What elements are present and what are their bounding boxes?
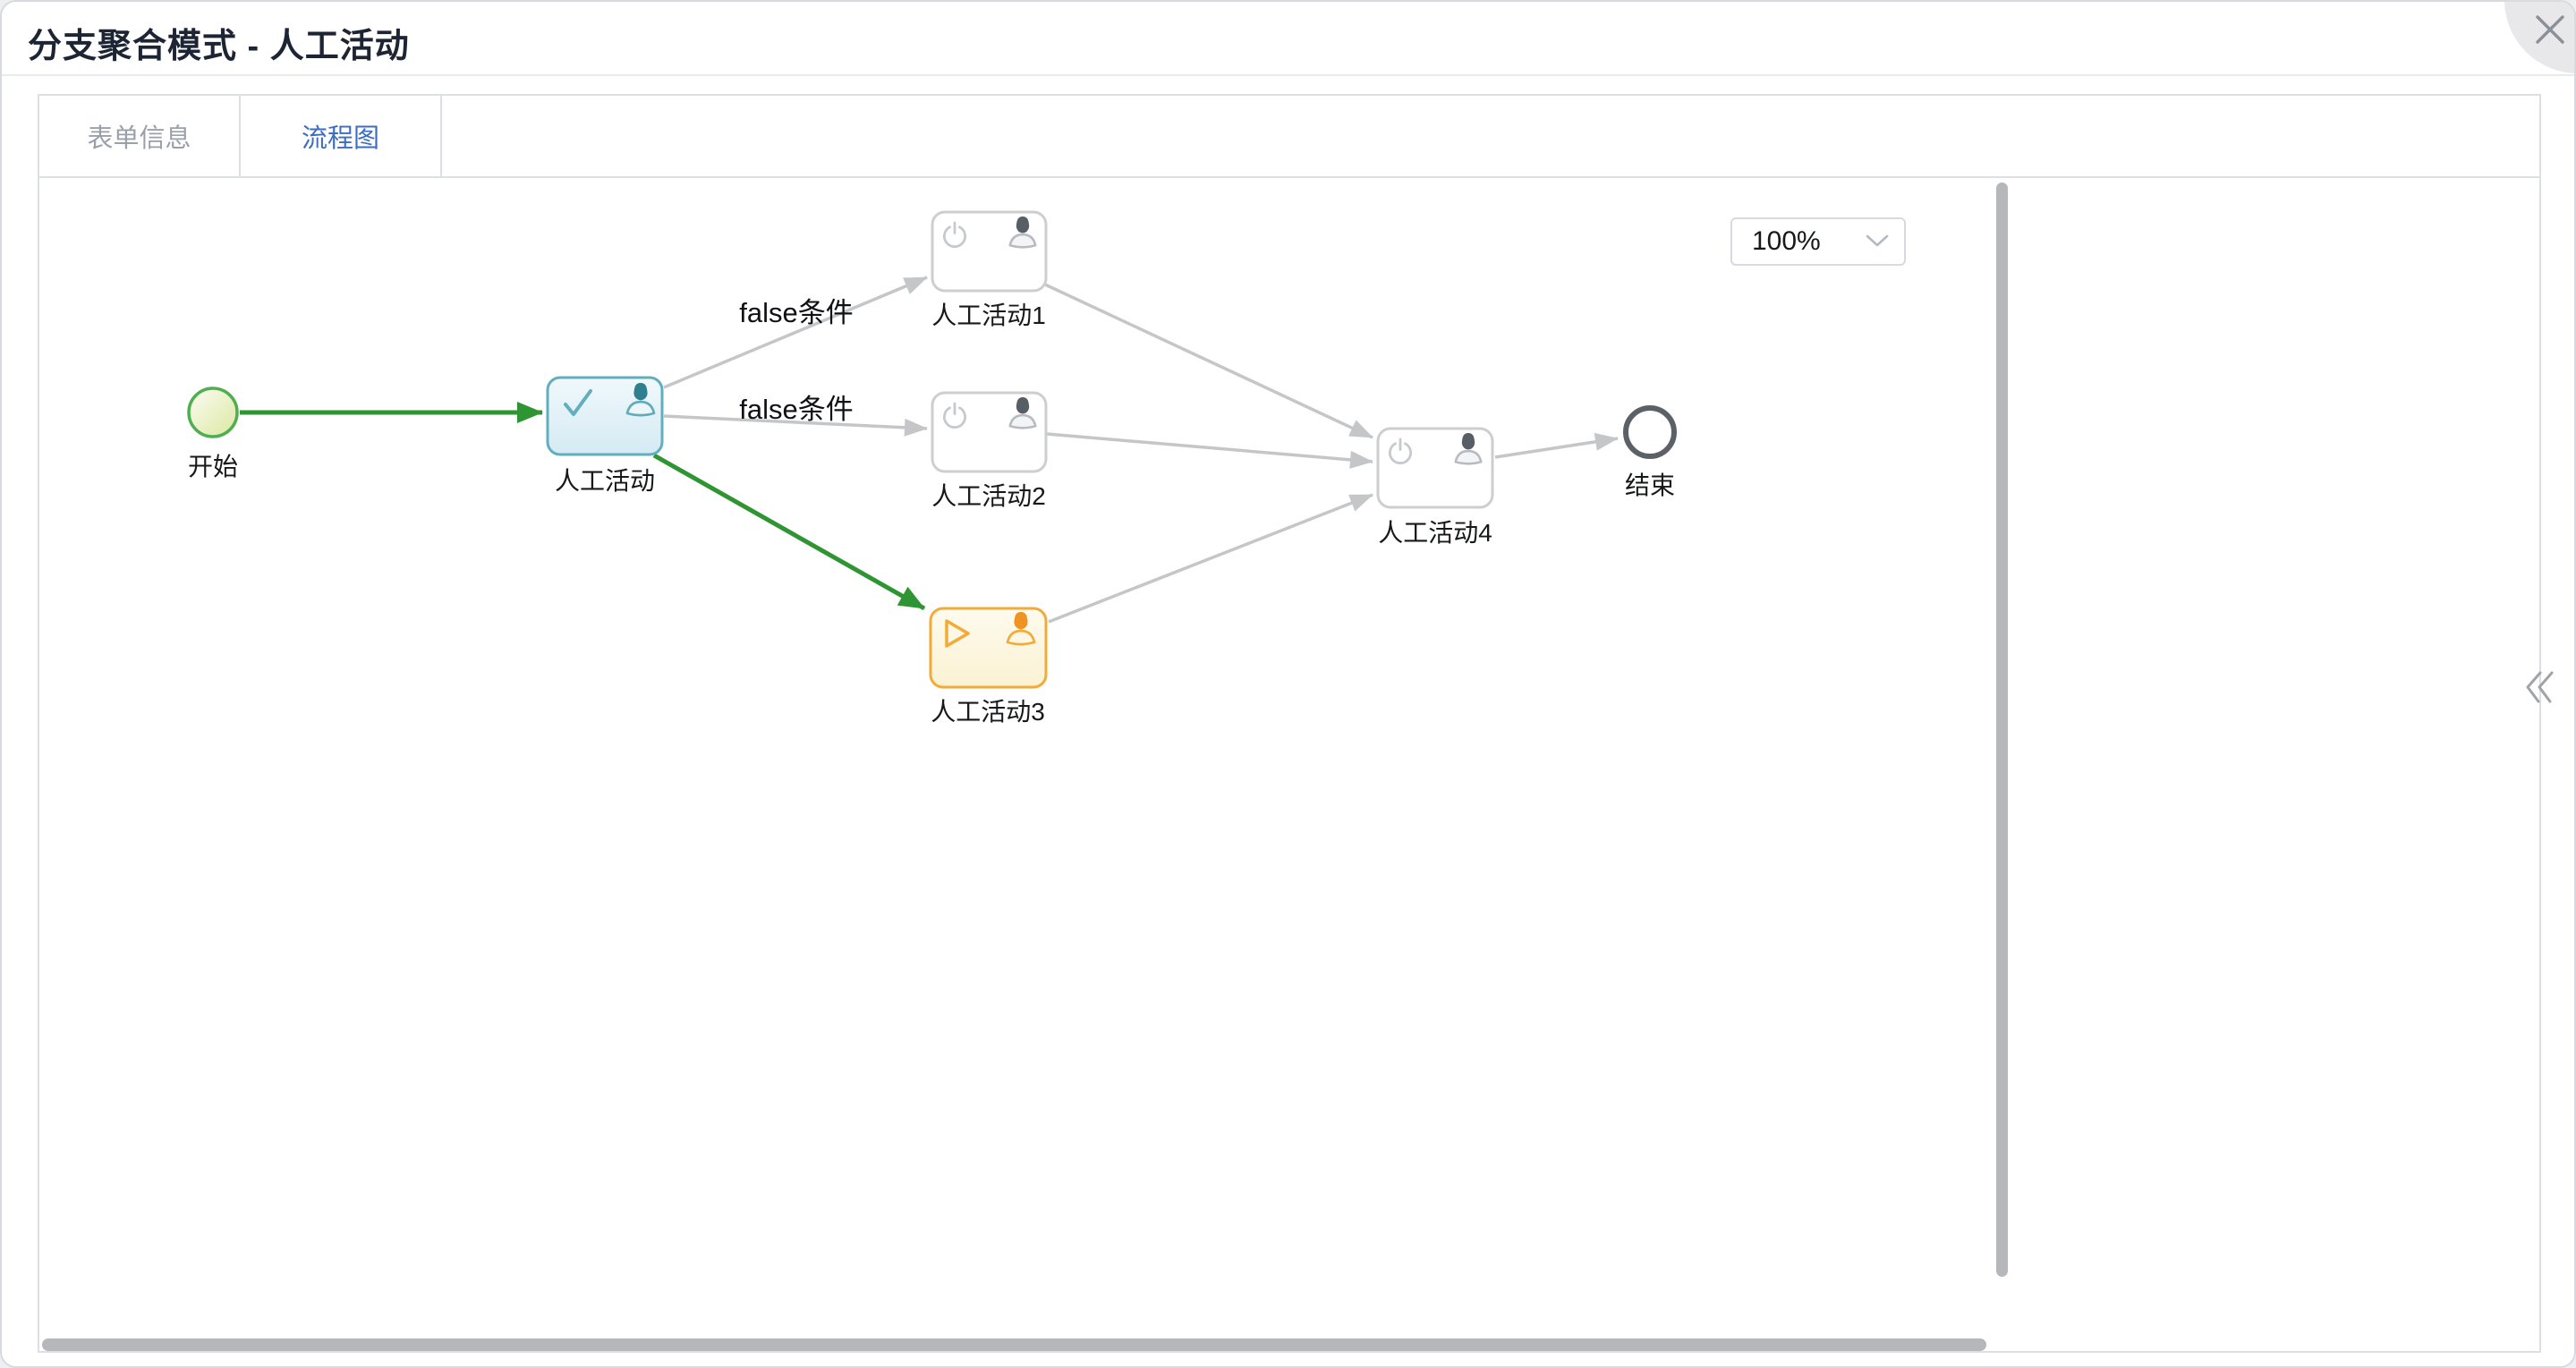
flow-chart-panel[interactable] [38,178,2541,1353]
vertical-scrollbar-thumb[interactable] [1996,183,2008,1277]
tab-bar: 表单信息 流程图 [38,94,2541,178]
close-icon[interactable] [2534,13,2566,46]
page-title: 分支聚合模式 - 人工活动 [28,28,410,65]
tab-form-info[interactable]: 表单信息 [39,96,241,176]
double-chevron-left-icon [2526,671,2554,703]
tab-form-info-label: 表单信息 [87,124,191,153]
zoom-select[interactable]: 100% [1730,217,1906,266]
tab-flow-chart-label: 流程图 [301,124,379,153]
header-divider [2,74,2574,76]
resize-handle[interactable] [2563,1354,2576,1368]
collapse-panel-handle[interactable] [2523,667,2559,707]
chevron-down-icon [1866,234,1889,247]
tab-flow-chart[interactable]: 流程图 [241,96,442,176]
zoom-value: 100% [1752,226,1821,256]
tab-bar-spacer [442,96,2539,176]
horizontal-scrollbar-thumb[interactable] [42,1338,1986,1351]
